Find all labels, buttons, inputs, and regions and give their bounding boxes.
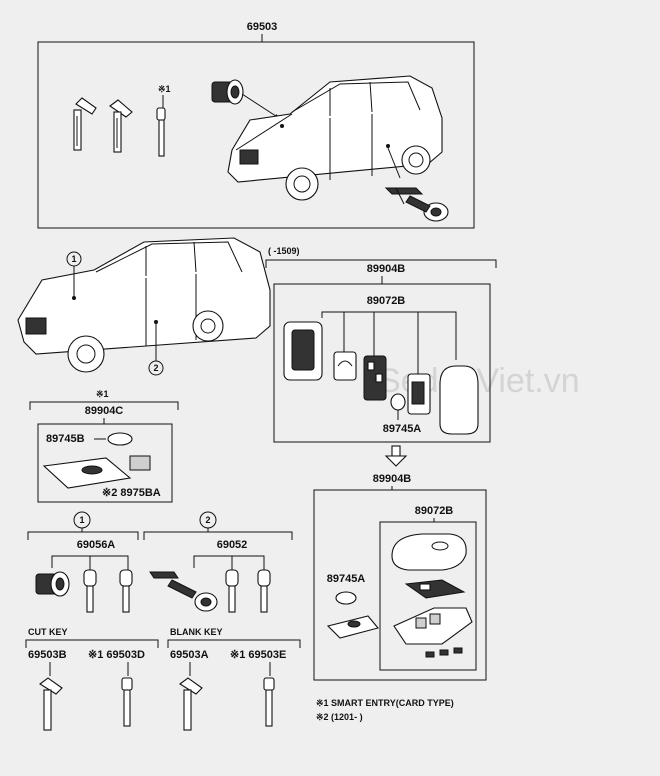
group-box-89904C [37, 423, 173, 503]
group-box-89072B-bottom [379, 521, 477, 671]
label-8975BA: ※2 8975BA [102, 487, 161, 499]
key-icon [39, 677, 63, 731]
key-icon [109, 99, 133, 153]
group-box-69503 [37, 41, 475, 229]
key-icon [73, 97, 97, 151]
smart-entry-mark: ※1 [158, 84, 171, 94]
door-lock-cylinder-icon [149, 571, 218, 612]
key-fob-board-icon [363, 355, 387, 401]
label-89745B: 89745B [46, 433, 85, 445]
smart-key-top-cover-icon [391, 533, 467, 571]
callout-number: 1 [79, 515, 84, 525]
key-icon [225, 569, 239, 613]
callout-number: 2 [153, 363, 158, 373]
label-69503: 69503 [247, 21, 278, 33]
ignition-cylinder-icon [35, 571, 70, 597]
battery-icon [390, 393, 406, 411]
footnote-date: ※2 (1201- ) [316, 712, 363, 722]
smart-entry-mark: ※1 [96, 389, 109, 399]
label-89904B-bottom: 89904B [373, 473, 412, 485]
key-icon [83, 569, 97, 613]
cut-key-label: CUT KEY [28, 627, 68, 637]
footnote-smart-entry: ※1 SMART ENTRY(CARD TYPE) [316, 698, 454, 708]
vehicle-illustration [227, 75, 443, 201]
label-89072B-bottom: 89072B [415, 505, 454, 517]
key-icon [121, 677, 133, 727]
key-icon [179, 677, 203, 731]
blank-key-label: BLANK KEY [170, 627, 223, 637]
label-89904C: 89904C [85, 405, 124, 417]
smart-key-circuit-icon [404, 579, 466, 599]
key-icon [257, 569, 271, 613]
label-69503B: 69503B [28, 649, 67, 661]
card-key-icon [326, 615, 379, 639]
lock-cylinder-icon [211, 79, 244, 105]
card-key-icon [42, 457, 132, 489]
screw-icon [425, 647, 463, 658]
key-icon [263, 677, 275, 727]
callout-number: 1 [71, 254, 76, 264]
group-box-89904B-bottom [313, 489, 487, 681]
key-fob-case-icon [283, 321, 323, 381]
label-89904B-top: 89904B [367, 263, 406, 275]
label-89745A-top: 89745A [383, 423, 422, 435]
key-fob-logo-icon [333, 351, 357, 381]
arrow-down-icon [384, 445, 408, 467]
label-69056A: 69056A [77, 539, 116, 551]
label-89072B-top: 89072B [367, 295, 406, 307]
label-69052: 69052 [217, 539, 248, 551]
key-icon [119, 569, 133, 613]
label-69503A: 69503A [170, 649, 209, 661]
callout-number: 2 [205, 515, 210, 525]
battery-icon [335, 591, 357, 605]
group-box-89904B-top [273, 283, 491, 443]
label-89745A-bottom: 89745A [327, 573, 366, 585]
battery-icon [107, 432, 133, 446]
smart-key-bottom-case-icon [393, 607, 473, 645]
key-icon [156, 107, 166, 157]
label-69503D: ※1 69503D [88, 649, 145, 661]
smart-key-shell-icon [439, 365, 479, 435]
door-lock-cylinder-icon [384, 187, 449, 222]
label-69503E: ※1 69503E [230, 649, 286, 661]
vehicle-illustration [17, 237, 271, 373]
date-range-note: ( -1509) [268, 246, 300, 256]
key-fob-cover-icon [407, 373, 431, 415]
